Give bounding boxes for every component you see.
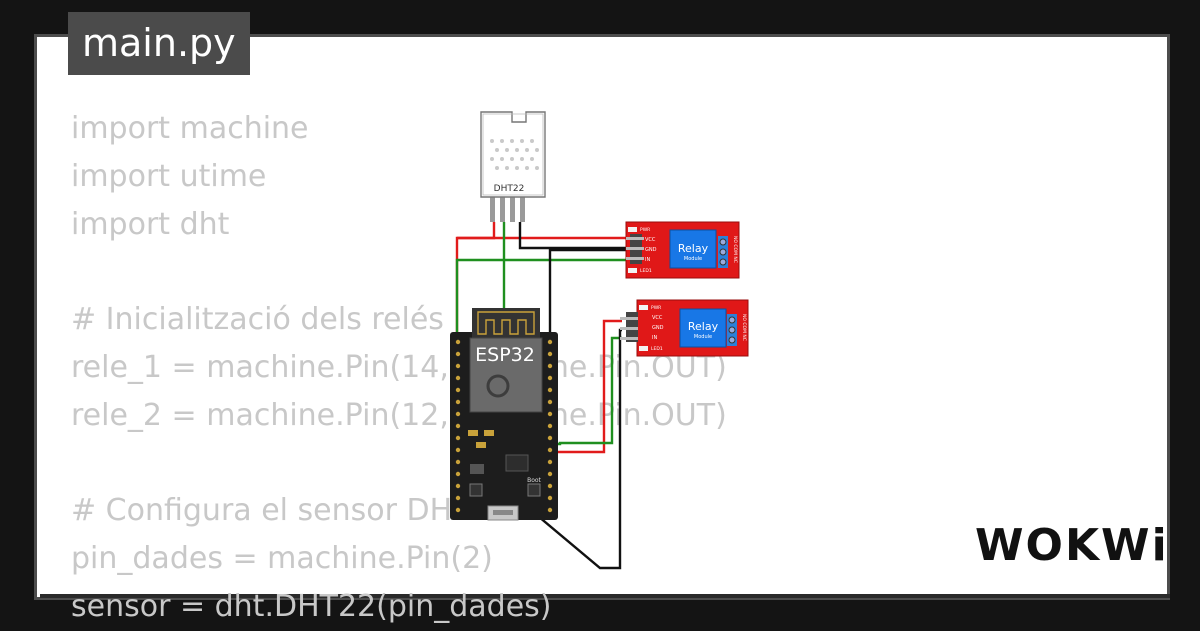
- relay2-pin-in: IN: [652, 335, 657, 341]
- relay-module-1[interactable]: PWR LED1 VCC GND IN Relay Module NO COM …: [625, 221, 740, 279]
- preview-card: import machine import utime import dht # In…: [34, 34, 1170, 624]
- relay2-pin-vcc: VCC: [652, 315, 663, 321]
- relay1-subtitle: Module: [684, 256, 702, 262]
- esp32-board[interactable]: ESP32 Boot: [450, 308, 558, 521]
- relay1-pin-in: IN: [645, 257, 650, 263]
- relay2-terminals: NO COM NC: [741, 314, 747, 341]
- relay1-pwr-label: PWR: [640, 227, 650, 233]
- code-line: # Inicialització dels relés: [71, 302, 444, 338]
- card-shadow: [40, 594, 1170, 598]
- dht22-sensor[interactable]: DHT22: [480, 111, 546, 222]
- code-line: import utime: [71, 158, 267, 194]
- relay2-title: Relay: [688, 320, 719, 333]
- wokwi-logo: WOKWi: [975, 520, 1169, 571]
- esp32-label: ESP32: [475, 344, 535, 366]
- code-line: import dht: [71, 206, 230, 242]
- relay-module-2[interactable]: PWR LED1 VCC GND IN Relay Module NO COM …: [620, 299, 749, 357]
- code-line: pin_dades = machine.Pin(2): [71, 541, 493, 577]
- relay1-led-label: LED1: [640, 268, 652, 274]
- code-line: import machine: [71, 111, 309, 146]
- code-line: rele_1 = machine.Pin(14, machine.Pin.OUT…: [71, 349, 727, 385]
- relay1-pin-gnd: GND: [645, 247, 657, 253]
- relay2-pwr-label: PWR: [651, 305, 661, 311]
- relay1-title: Relay: [678, 242, 709, 255]
- relay2-pin-gnd: GND: [652, 325, 664, 331]
- wire-ground-sensor[interactable]: [518, 222, 628, 250]
- dht22-label: DHT22: [494, 184, 525, 194]
- wire-ground-relay1[interactable]: [548, 248, 628, 338]
- relay1-pin-vcc: VCC: [645, 237, 656, 243]
- boot-label: Boot: [527, 477, 541, 484]
- relay2-led-label: LED1: [651, 346, 663, 352]
- relay2-subtitle: Module: [694, 334, 712, 340]
- file-tab[interactable]: main.py: [68, 12, 250, 75]
- relay1-terminals: NO COM NC: [732, 236, 738, 263]
- code-line: sensor = dht.DHT22(pin_dades): [71, 588, 552, 624]
- code-preview: import machine import utime import dht # In…: [71, 105, 727, 631]
